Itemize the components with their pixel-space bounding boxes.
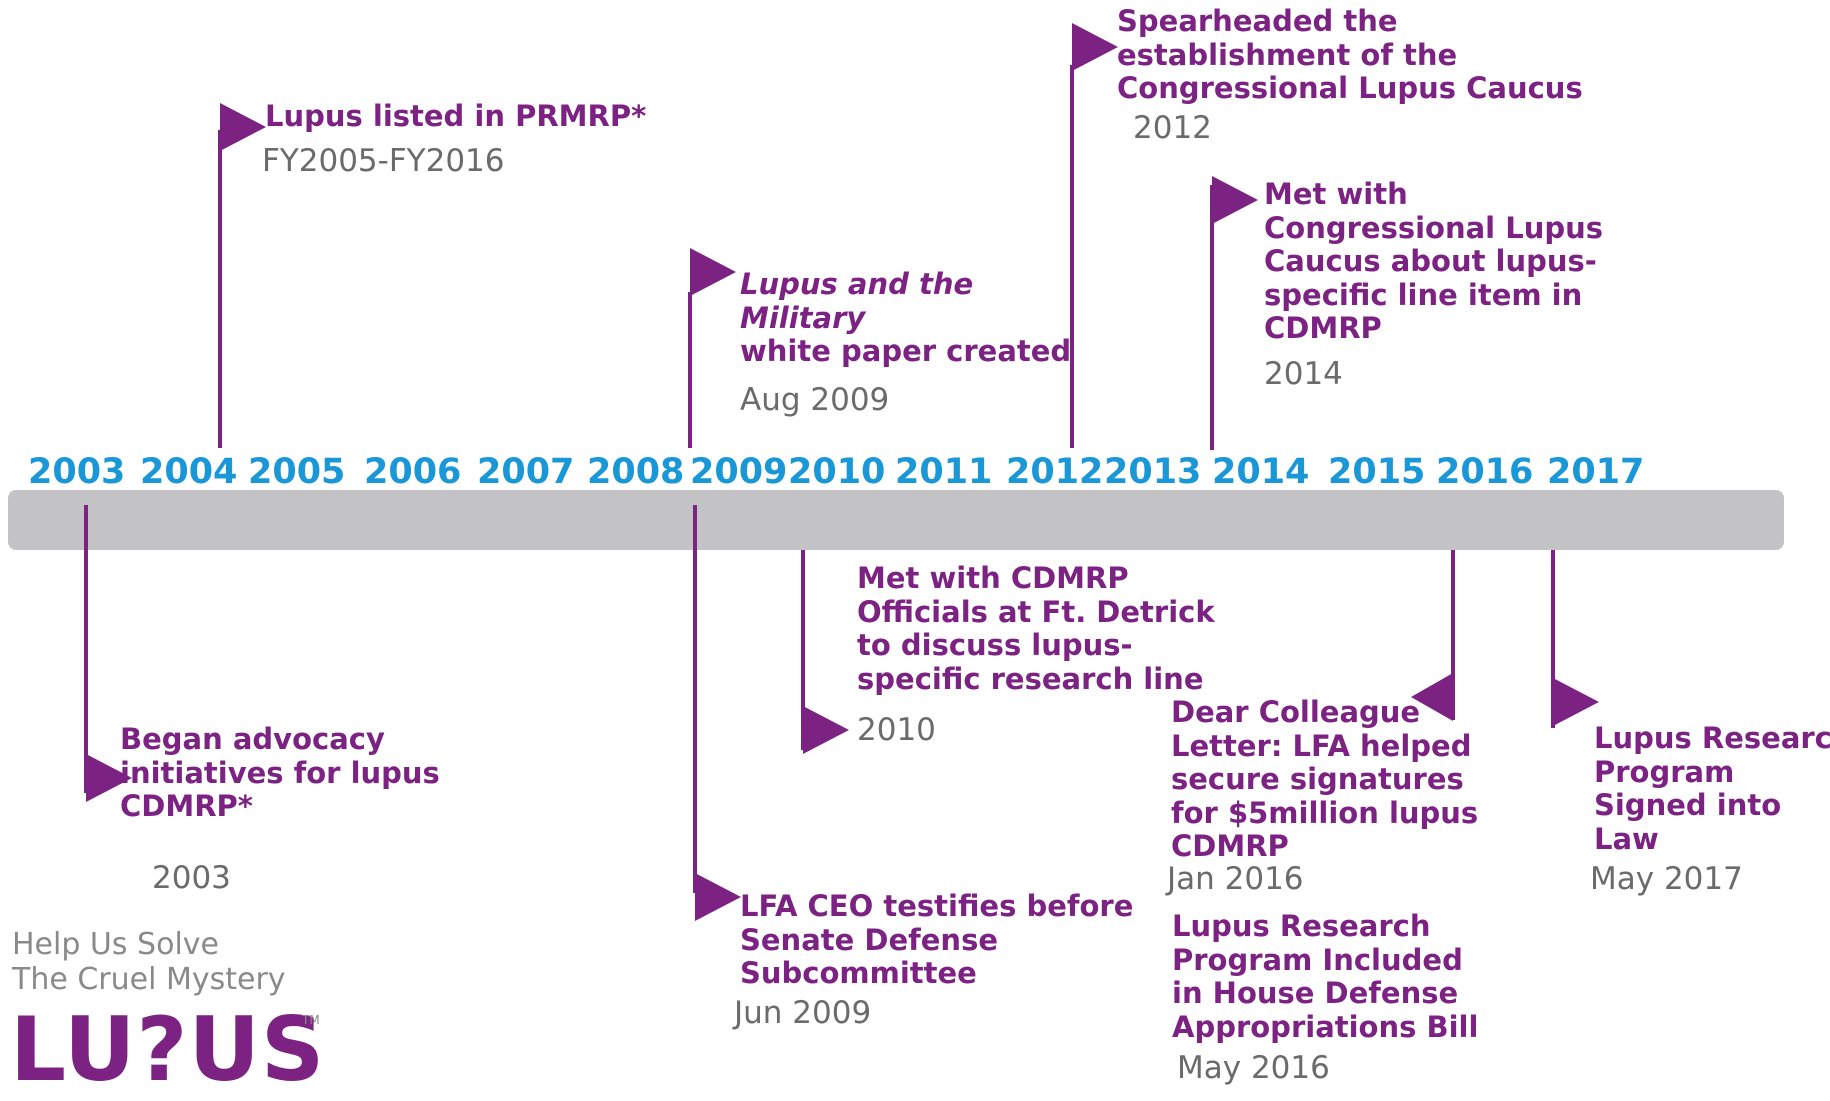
event-title-line: Began advocacy	[120, 722, 385, 756]
event-title-line: secure signatures	[1171, 762, 1464, 796]
event-title-line: Letter: LFA helped	[1171, 728, 1472, 763]
event-met-caucus-date: 2014	[1264, 356, 1343, 392]
event-title-line: specific research line	[857, 661, 1204, 696]
event-advocacy-date: 2003	[152, 860, 231, 896]
event-title-line: to discuss lupus-	[857, 628, 1133, 662]
event-title-line: white paper created	[740, 334, 1072, 368]
event-title-line: Spearheaded the	[1117, 4, 1398, 38]
year-label-2005: 2005	[248, 452, 346, 492]
year-label-2015: 2015	[1328, 452, 1426, 492]
event-title-line: Signed into	[1594, 788, 1782, 822]
event-dear-colleague-date: Jan 2016	[1167, 861, 1304, 897]
logo-tagline: Help Us Solve The Cruel Mystery	[12, 927, 286, 997]
timeline-axis-bar	[8, 490, 1784, 550]
trademark-mark: TM	[302, 1013, 320, 1027]
event-title-line: specific line item in	[1264, 277, 1583, 312]
flag-met-caucus	[1212, 176, 1258, 224]
event-signed-law-date: May 2017	[1590, 861, 1743, 897]
event-title-line: LFA CEO testifies before	[740, 889, 1134, 923]
event-title-line: Dear Colleague	[1171, 695, 1421, 729]
year-label-2011: 2011	[895, 452, 993, 492]
year-label-2006: 2006	[364, 452, 462, 492]
flag-ft-detrick	[803, 706, 849, 754]
event-ft-detrick-date: 2010	[857, 712, 936, 748]
event-caucus-date: 2012	[1133, 110, 1212, 146]
event-title-line: Subcommittee	[740, 956, 977, 990]
event-title-line: Met with	[1264, 177, 1408, 211]
year-label-2017: 2017	[1547, 452, 1645, 492]
flag-advocacy	[86, 754, 132, 802]
event-title-line: establishment of the	[1117, 37, 1458, 72]
event-title-line: initiatives for lupus	[120, 755, 440, 790]
event-house-bill-date: May 2016	[1177, 1050, 1330, 1086]
year-label-2003: 2003	[28, 452, 126, 492]
year-label-2013: 2013	[1104, 452, 1202, 492]
event-title-italic-line: Military	[740, 300, 866, 335]
flag-testifies	[695, 873, 741, 921]
event-title-line: for $5million lupus	[1171, 795, 1479, 830]
flag-white-paper	[690, 248, 736, 296]
year-label-2004: 2004	[140, 452, 238, 492]
event-title-line: Program	[1594, 754, 1735, 789]
event-title-line: Lupus Research	[1594, 721, 1830, 755]
event-title-line: Program Included	[1172, 942, 1463, 977]
flag-prmrp	[220, 103, 266, 151]
event-title-line: Met with CDMRP	[857, 561, 1129, 595]
event-prmrp-date: FY2005-FY2016	[262, 143, 505, 179]
flag-dear-colleague	[1411, 673, 1453, 721]
event-title-line: Senate Defense	[740, 922, 998, 957]
event-title-line: Lupus listed in PRMRP*	[265, 99, 647, 133]
event-title-line: CDMRP*	[120, 789, 253, 823]
event-title-line: Congressional Lupus Caucus	[1117, 71, 1583, 105]
event-title-line: in House Defense	[1172, 976, 1459, 1010]
event-title-line: CDMRP	[1264, 311, 1382, 345]
year-label-2008: 2008	[587, 452, 685, 492]
event-title-line: CDMRP	[1171, 829, 1289, 863]
year-label-2009: 2009	[690, 452, 788, 492]
year-label-2010: 2010	[788, 452, 886, 492]
year-label-2007: 2007	[477, 452, 575, 492]
event-title-line: Law	[1594, 821, 1659, 856]
event-title-line: Officials at Ft. Detrick	[857, 594, 1215, 629]
event-title-line: Appropriations Bill	[1172, 1009, 1479, 1044]
event-title-italic-line: Lupus and the	[740, 267, 974, 301]
year-label-2014: 2014	[1212, 452, 1310, 492]
event-prmrp-title: Lupus listed in PRMRP*	[265, 99, 647, 134]
lupus-logo-wordmark: LU?US	[10, 998, 326, 1101]
event-testifies-date: Jun 2009	[734, 995, 872, 1031]
event-title-line: Lupus Research	[1172, 909, 1431, 943]
flag-caucus	[1072, 23, 1118, 71]
event-title-line: Congressional Lupus	[1264, 210, 1604, 245]
year-label-2016: 2016	[1436, 452, 1534, 492]
flag-signed-law	[1553, 678, 1599, 726]
event-title-line: Caucus about lupus-	[1264, 244, 1597, 278]
year-label-2012: 2012	[1006, 452, 1104, 492]
event-white-paper-date: Aug 2009	[740, 382, 890, 418]
